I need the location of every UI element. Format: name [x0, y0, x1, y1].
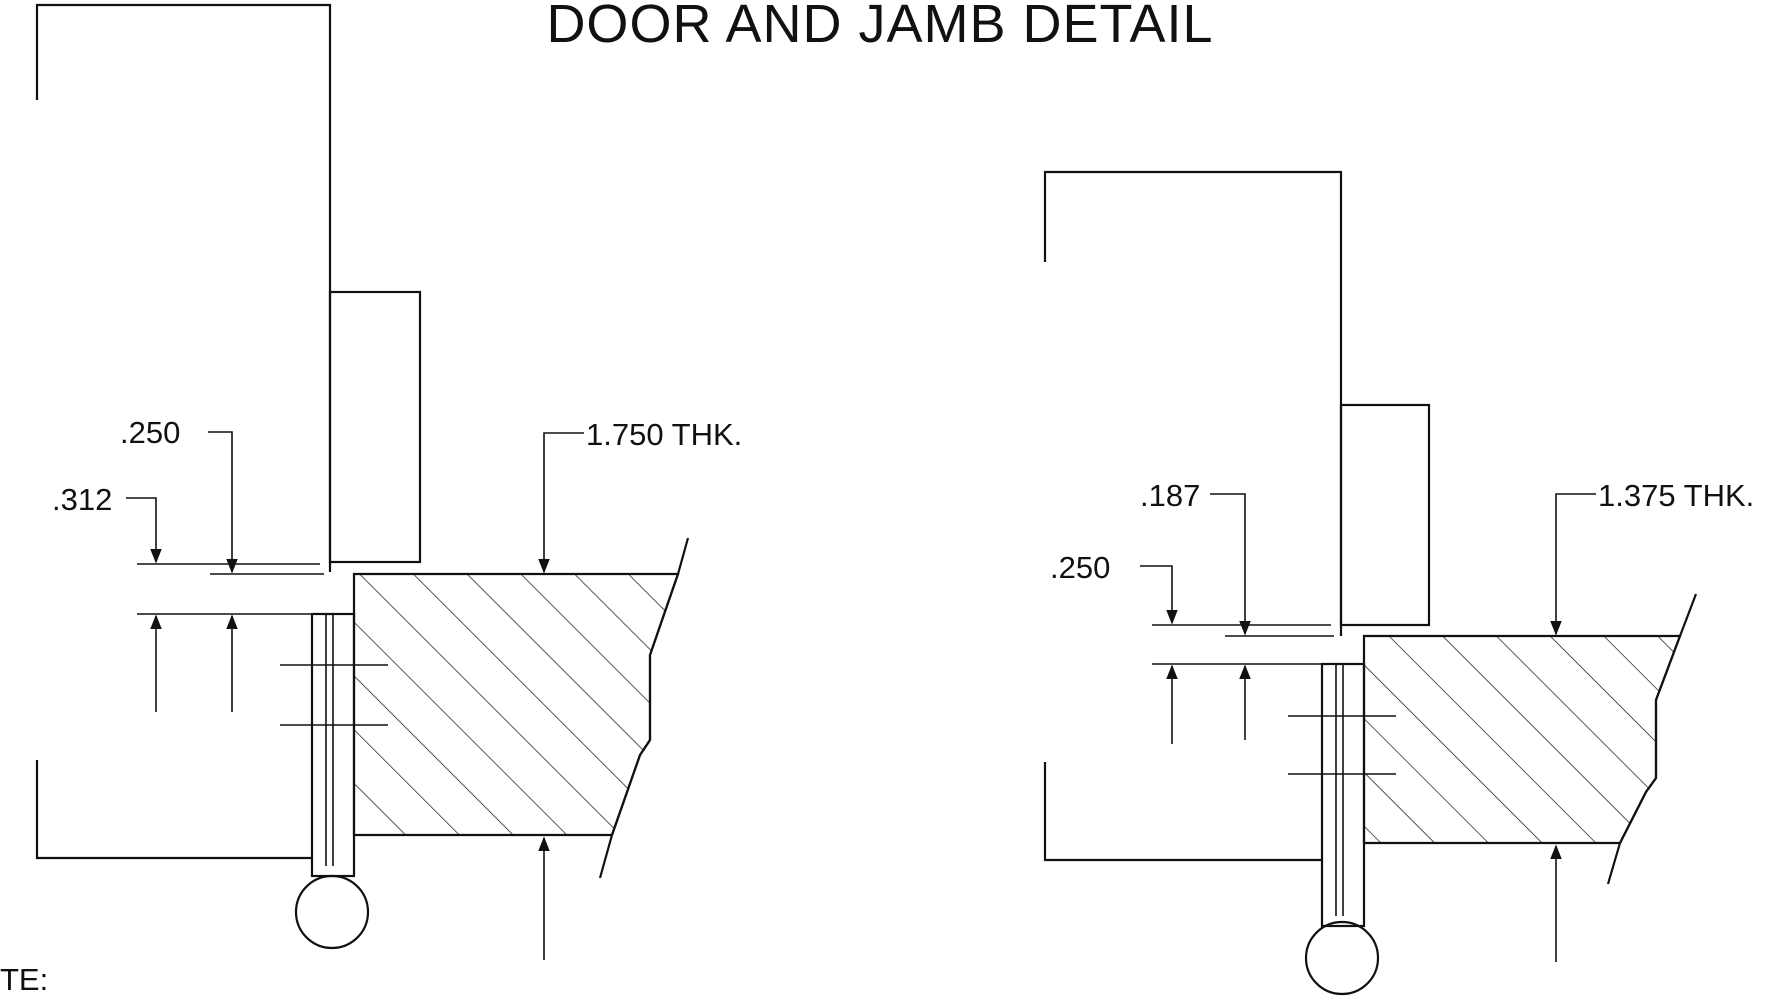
left-thickness-label: 1.750 THK. — [586, 417, 742, 452]
left-dim-lower-leader — [126, 497, 162, 564]
left-hinge-knuckle — [294, 874, 370, 950]
left-dim-upper-label: .250 — [120, 415, 180, 450]
right-thickness-label: 1.375 THK. — [1598, 478, 1754, 513]
left-door-bottom — [35, 760, 312, 860]
left-door-outline — [35, 3, 332, 572]
left-thickness-leader — [538, 432, 584, 574]
right-hinge-knuckle — [1304, 920, 1380, 996]
right-dim-lower-leader — [1140, 565, 1178, 625]
right-stop-block — [1339, 403, 1431, 627]
right-jamb-section — [1362, 634, 1682, 845]
right-thickness-leader — [1550, 493, 1596, 636]
left-detail: .250 .312 1.750 THK. — [35, 3, 742, 960]
right-dim-upper-label: .187 — [1140, 478, 1200, 513]
right-dim-lower-label: .250 — [1050, 550, 1110, 585]
left-jamb-break-line — [598, 537, 690, 879]
drawing-title: DOOR AND JAMB DETAIL — [546, 0, 1213, 54]
left-dim-lower-label: .312 — [52, 482, 112, 517]
left-dim-upper-leader — [208, 431, 238, 574]
right-dim-upper-leader — [1210, 493, 1251, 636]
note-label: TE: — [0, 962, 48, 996]
right-detail: .187 .250 1.375 THK. — [1043, 170, 1754, 996]
right-jamb-break-line — [1606, 593, 1698, 885]
right-door-bottom — [1043, 762, 1322, 862]
left-jamb-section — [352, 572, 680, 837]
left-stop-block — [328, 290, 422, 564]
